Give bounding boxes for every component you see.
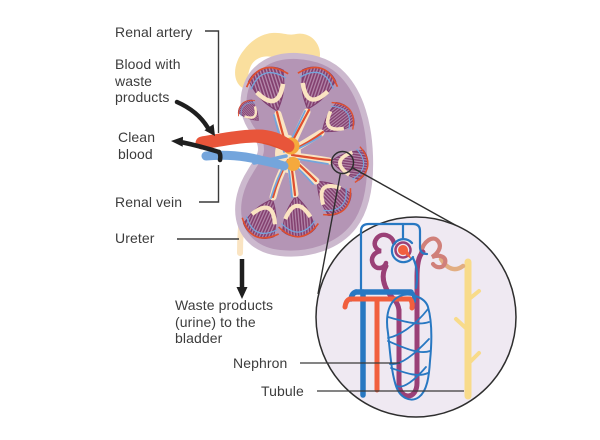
label-renal-artery: Renal artery	[115, 24, 193, 40]
label-clean-blood: Clean blood	[118, 129, 156, 162]
magnifier-link	[317, 150, 467, 295]
renal-artery-vessel	[195, 129, 295, 153]
kidney-illustration	[195, 32, 374, 257]
renal-vein-vessel	[201, 150, 289, 171]
blood-in-arrow	[174, 99, 215, 136]
capillary-mesh	[386, 293, 433, 401]
label-ureter: Ureter	[115, 230, 155, 246]
label-blood-with-waste: Blood with waste products	[115, 56, 181, 105]
annotation-lines	[177, 30, 464, 392]
magnifier-line-upper	[351, 166, 467, 232]
label-nephron: Nephron	[233, 355, 288, 371]
magnifier-source-circle	[330, 150, 355, 175]
inset-blue-vessels	[348, 222, 429, 398]
nephron-inset	[315, 216, 517, 418]
label-renal-vein: Renal vein	[115, 194, 183, 210]
label-line-renal-vein	[199, 165, 220, 203]
hilum-dot	[286, 157, 300, 171]
urine-flow-arrow	[236, 259, 248, 299]
magnifier-line-lower	[317, 172, 342, 295]
collecting-duct	[454, 258, 481, 400]
flow-arrows	[171, 99, 248, 299]
label-tubule: Tubule	[261, 383, 304, 399]
label-line-renal-artery	[205, 30, 220, 133]
distal-tubule	[418, 236, 448, 270]
connecting-tubule	[438, 256, 466, 272]
label-waste-products: Waste products (urine) to the bladder	[175, 297, 274, 346]
inset-orange-vessel	[342, 296, 415, 393]
glomerulus	[398, 245, 412, 260]
adrenal-gland	[235, 32, 320, 90]
clean-blood-arrow	[171, 136, 223, 163]
